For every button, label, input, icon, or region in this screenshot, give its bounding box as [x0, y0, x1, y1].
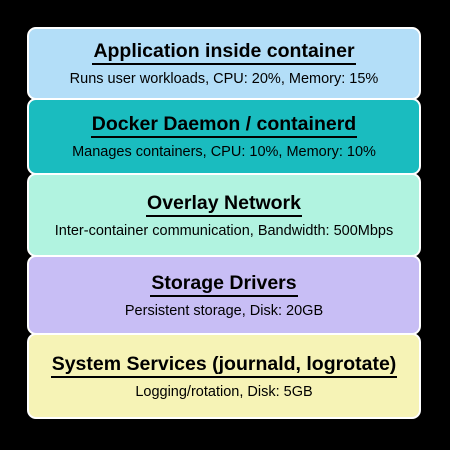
layer-title: Overlay Network: [146, 191, 302, 217]
layer-system-services: System Services (journald, logrotate) Lo…: [27, 333, 421, 419]
layer-description: Runs user workloads, CPU: 20%, Memory: 1…: [69, 71, 379, 87]
layer-docker-daemon: Docker Daemon / containerd Manages conta…: [27, 98, 421, 175]
layer-description: Persistent storage, Disk: 20GB: [124, 302, 324, 319]
layer-description: Inter-container communication, Bandwidth…: [54, 222, 394, 239]
layer-storage-drivers: Storage Drivers Persistent storage, Disk…: [27, 255, 421, 335]
layer-overlay-network: Overlay Network Inter-container communic…: [27, 173, 421, 257]
layer-description: Logging/rotation, Disk: 5GB: [135, 383, 313, 400]
layer-title: Application inside container: [92, 39, 356, 65]
layer-description: Manages containers, CPU: 10%, Memory: 10…: [72, 144, 376, 160]
layer-title: System Services (journald, logrotate): [50, 352, 398, 378]
layer-title: Storage Drivers: [150, 271, 298, 297]
layer-title: Docker Daemon / containerd: [90, 112, 358, 138]
layer-application: Application inside container Runs user w…: [27, 27, 421, 100]
